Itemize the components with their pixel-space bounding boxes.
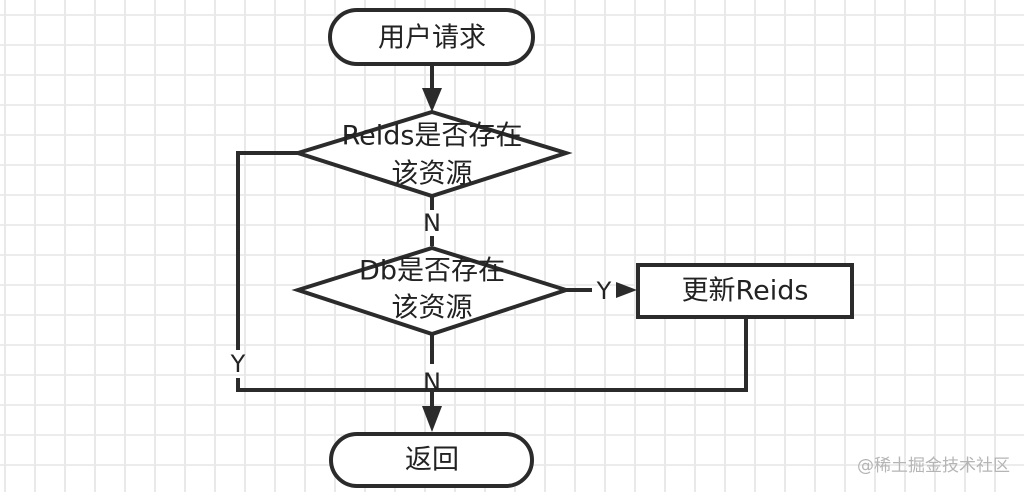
- arrowhead-icon: [422, 406, 442, 432]
- decision-shape: [291, 109, 573, 199]
- decision-shape: [291, 245, 573, 337]
- terminator-shape: [329, 432, 534, 488]
- edge-label-db-yes: Y: [596, 277, 612, 305]
- terminator-shape: [328, 8, 535, 66]
- edge-redis-yes-upper: [236, 151, 298, 350]
- node-end: 返回: [329, 432, 534, 488]
- node-start-label: 用户请求: [378, 23, 486, 54]
- node-db-check-label-line1: Db是否存在: [359, 256, 505, 287]
- edge-label-redis-yes: Y: [230, 350, 246, 378]
- node-redis-check-label-line1: Reids是否存在: [342, 121, 523, 152]
- edges: [236, 64, 748, 432]
- node-update-redis: 更新Reids: [636, 263, 854, 319]
- node-start: 用户请求: [328, 8, 535, 66]
- watermark: @稀土掘金技术社区: [857, 456, 1010, 476]
- node-db-check: Db是否存在 该资源: [291, 245, 573, 337]
- edge-label-db-no: N: [423, 368, 441, 396]
- arrowhead-icon: [422, 88, 442, 112]
- node-end-label: 返回: [405, 445, 459, 476]
- node-db-check-label-line2: 该资源: [392, 293, 473, 324]
- node-redis-check-label-line2: 该资源: [392, 159, 473, 190]
- edge-merge-line: [236, 316, 748, 392]
- edge-label-redis-no: N: [423, 209, 441, 237]
- node-redis-check: Reids是否存在 该资源: [291, 109, 573, 199]
- process-shape: [636, 263, 854, 319]
- arrowhead-icon: [616, 282, 637, 298]
- node-update-redis-label: 更新Reids: [682, 276, 809, 307]
